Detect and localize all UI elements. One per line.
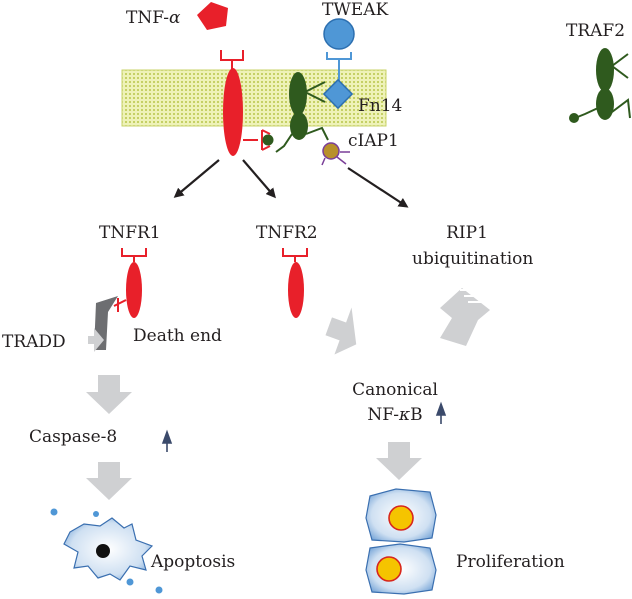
tnfr2-label: TNFR2 [256, 223, 318, 243]
nfkb-label: Canonical NF-κB [340, 380, 450, 425]
tnf-alpha-symbol: α [169, 8, 181, 28]
block-arrow-tradd [88, 328, 104, 352]
canonical-text: Canonical [352, 380, 438, 400]
nfkb-symbol: κ [399, 405, 411, 425]
nfkb-prefix: NF- [367, 405, 399, 425]
block-arrow-tnfr2-to-nfkb [325, 307, 357, 355]
tnfr1-receptor-icon [113, 248, 147, 318]
nfkb-up-arrow-icon [435, 401, 447, 424]
death-end-label: Death end [133, 326, 222, 346]
apoptotic-cell-icon [50, 508, 163, 594]
tnfr2-receptor-icon [282, 248, 308, 318]
block-arrow-to-apoptosis [86, 462, 132, 500]
block-arrow-to-caspase [86, 375, 132, 414]
block-arrow-to-proliferation [376, 442, 422, 480]
proliferation-label: Proliferation [456, 552, 565, 572]
ciap1-label: cIAP1 [348, 131, 399, 151]
arrow-to-rip1 [347, 167, 409, 208]
rip1-label: RIP1 ubiquitination [412, 223, 534, 269]
rip1-line2: ubiquitination [412, 249, 534, 269]
rip1-line1: RIP1 [446, 223, 488, 243]
caspase8-up-arrow-icon [161, 429, 173, 452]
proliferating-cell-top-icon [365, 488, 437, 543]
ciap1-icon [321, 142, 350, 166]
proliferating-cell-bottom-icon [365, 543, 437, 595]
traf2-icon [569, 48, 631, 123]
tnf-alpha-prefix: TNF- [126, 8, 169, 28]
tnf-alpha-ligand-icon [197, 2, 228, 30]
tweak-label: TWEAK [322, 0, 389, 20]
apoptosis-label: Apoptosis [151, 552, 236, 572]
arrow-to-tnfr1 [173, 159, 220, 198]
traf2-label: TRAF2 [566, 21, 626, 41]
fn14-label: Fn14 [358, 96, 403, 116]
fn14-receptor-icon [275, 72, 329, 153]
tnf-receptor-icon [220, 50, 274, 156]
tweak-ligand-icon [322, 18, 355, 110]
nfkb-suffix: B [410, 405, 423, 425]
arrow-to-tnfr2 [242, 159, 276, 199]
tradd-label: TRADD [2, 332, 66, 352]
tnfr1-label: TNFR1 [99, 223, 161, 243]
tnf-alpha-label: TNF-α [126, 8, 180, 28]
caspase8-label: Caspase-8 [29, 427, 118, 447]
nfkb-text: NF-κB [340, 405, 450, 425]
